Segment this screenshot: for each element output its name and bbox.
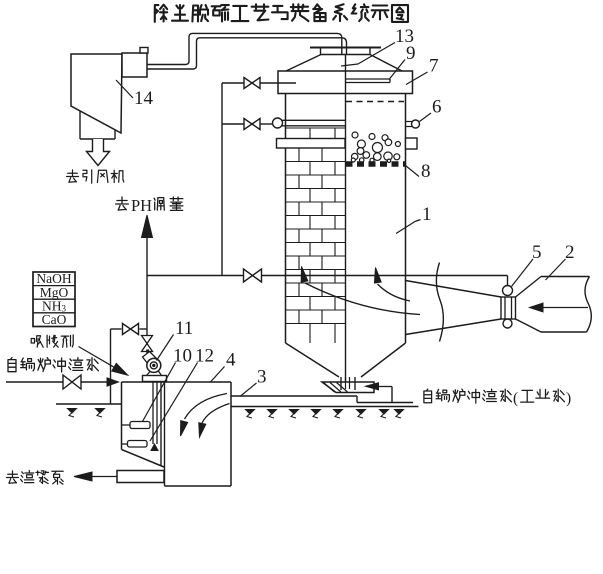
svg-text:): ): [566, 390, 571, 407]
svg-text:3: 3: [257, 367, 267, 388]
svg-text:2: 2: [565, 242, 575, 263]
svg-text:6: 6: [432, 97, 442, 118]
svg-text:1: 1: [422, 204, 432, 225]
svg-text:CaO: CaO: [42, 312, 67, 327]
svg-text:11: 11: [175, 318, 193, 339]
svg-text:NH3: NH3: [42, 298, 67, 313]
svg-text:(: (: [513, 390, 518, 407]
svg-text:13: 13: [395, 26, 414, 47]
svg-text:MgO: MgO: [40, 285, 69, 300]
svg-text:NaOH: NaOH: [36, 271, 71, 286]
svg-text:7: 7: [429, 56, 439, 77]
svg-text:9: 9: [406, 43, 416, 64]
svg-text:12: 12: [195, 346, 214, 367]
svg-text:4: 4: [226, 350, 236, 371]
svg-text:10: 10: [173, 346, 192, 367]
svg-text:14: 14: [134, 88, 154, 109]
svg-text:8: 8: [421, 161, 431, 182]
svg-text:5: 5: [532, 242, 542, 263]
svg-text:PH: PH: [131, 196, 152, 215]
